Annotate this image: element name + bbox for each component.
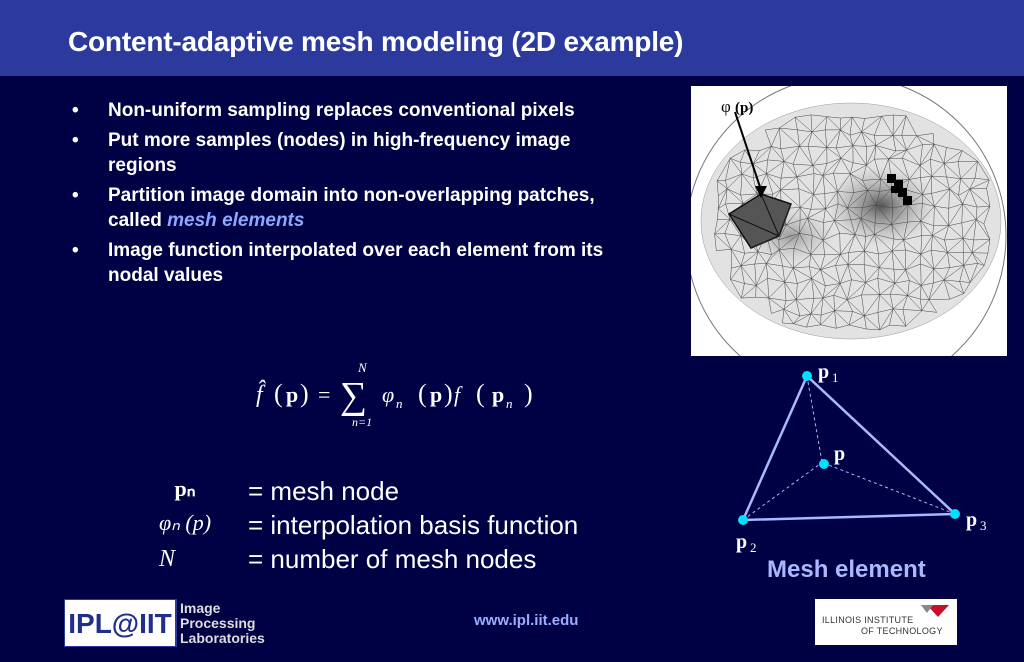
triangle-edges <box>741 373 959 522</box>
def-text-phi: = interpolation basis function <box>248 510 579 540</box>
svg-text:3: 3 <box>980 518 987 533</box>
svg-text:(: ( <box>418 379 427 408</box>
formula-fhat: f̂ <box>256 380 266 408</box>
svg-text:p: p <box>492 382 504 407</box>
slide-title: Content-adaptive mesh modeling (2D examp… <box>68 26 684 57</box>
svg-text:): ) <box>524 379 533 408</box>
mesh-illustration: φ (p) <box>685 75 1007 397</box>
svg-text:1: 1 <box>832 370 839 385</box>
svg-text:(: ( <box>476 379 485 408</box>
pointer-arrow <box>734 111 762 191</box>
ipl-logo-mark: IPL@IIT <box>68 608 172 639</box>
website-link[interactable]: www.ipl.iit.edu <box>474 612 579 629</box>
def-symbol-n: N <box>158 546 175 572</box>
svg-text:): ) <box>444 379 453 408</box>
bullet-item: • Image function interpolated over each e… <box>70 238 630 288</box>
bullet-text: Image function interpolated over each el… <box>108 240 604 286</box>
svg-text:n: n <box>506 396 513 411</box>
bullet-text: Partition image domain into non-overlapp… <box>108 185 595 231</box>
svg-text:(: ( <box>274 379 283 408</box>
formula-phi: φ <box>382 382 394 407</box>
svg-text:Laboratories: Laboratories <box>180 630 265 646</box>
sum-upper: N <box>357 360 368 375</box>
mesh-element-diagram: p 1 p p 2 p 3 <box>720 358 1020 558</box>
bullet-text: Non-uniform sampling replaces convention… <box>108 100 575 121</box>
label-p3: p <box>966 509 977 531</box>
def-symbol-phi: φₙ (p) <box>158 510 212 535</box>
svg-text:n: n <box>396 396 403 411</box>
bullet-list: • Non-uniform sampling replaces conventio… <box>70 98 630 293</box>
sum-lower: n=1 <box>352 415 372 429</box>
bullet-item: • Put more samples (nodes) in high-freque… <box>70 128 630 178</box>
node-p <box>819 459 829 469</box>
svg-text:): ) <box>300 379 309 408</box>
def-text-n: = number of mesh nodes <box>248 544 537 574</box>
bullet-dot: • <box>72 240 79 261</box>
node-p1 <box>802 371 812 381</box>
formula-p: p <box>286 382 298 407</box>
bullet-item: • Partition image domain into non-overlap… <box>70 183 630 233</box>
iit-logo-line2: OF TECHNOLOGY <box>861 626 943 636</box>
bullet-dot: • <box>72 185 79 206</box>
svg-text:∑: ∑ <box>340 375 367 417</box>
bullet-text: Put more samples (nodes) in high-frequen… <box>108 130 571 176</box>
mesh-triangulation <box>714 114 991 331</box>
svg-text:Processing: Processing <box>180 615 255 631</box>
dashed-line-p3 <box>825 463 956 515</box>
mesh-lines <box>714 114 991 331</box>
formula-equals: = <box>318 382 330 407</box>
title-bar: Content-adaptive mesh modeling (2D examp… <box>0 0 1024 76</box>
dashed-line-p2 <box>742 463 821 521</box>
label-p: p <box>834 443 845 465</box>
ipl-logo: IPL@IIT Image Processing Laboratories <box>63 598 302 648</box>
bullet-dot: • <box>72 130 79 151</box>
dashed-line-p1 <box>806 375 823 463</box>
svg-text:2: 2 <box>750 540 757 555</box>
mesh-image: φ (p) <box>685 75 1007 397</box>
bullet-emphasis: mesh elements <box>167 210 305 231</box>
interpolation-formula: f̂ ( p ) = N ∑ n=1 φ n ( p ) f ( p n ) <box>250 358 570 438</box>
label-p2: p <box>736 531 747 553</box>
bullet-item: • Non-uniform sampling replaces conventio… <box>70 98 630 123</box>
node-p2 <box>738 515 748 525</box>
node-p3 <box>950 509 960 519</box>
formula-f: f <box>454 382 463 407</box>
iit-logo-line1: ILLINOIS INSTITUTE <box>822 615 914 625</box>
phi-symbol: φ <box>721 97 731 116</box>
label-p1: p <box>818 361 829 383</box>
iit-logo: ILLINOIS INSTITUTE OF TECHNOLOGY <box>815 599 957 645</box>
def-text-pn: = mesh node <box>248 476 400 506</box>
def-symbol-pn: pₙ <box>174 476 196 501</box>
mesh-element-label: Mesh element <box>767 556 926 583</box>
svg-text:p: p <box>430 382 442 407</box>
svg-text:Image: Image <box>180 600 221 616</box>
phi-argument: (p) <box>735 100 753 116</box>
bullet-dot: • <box>72 100 79 121</box>
